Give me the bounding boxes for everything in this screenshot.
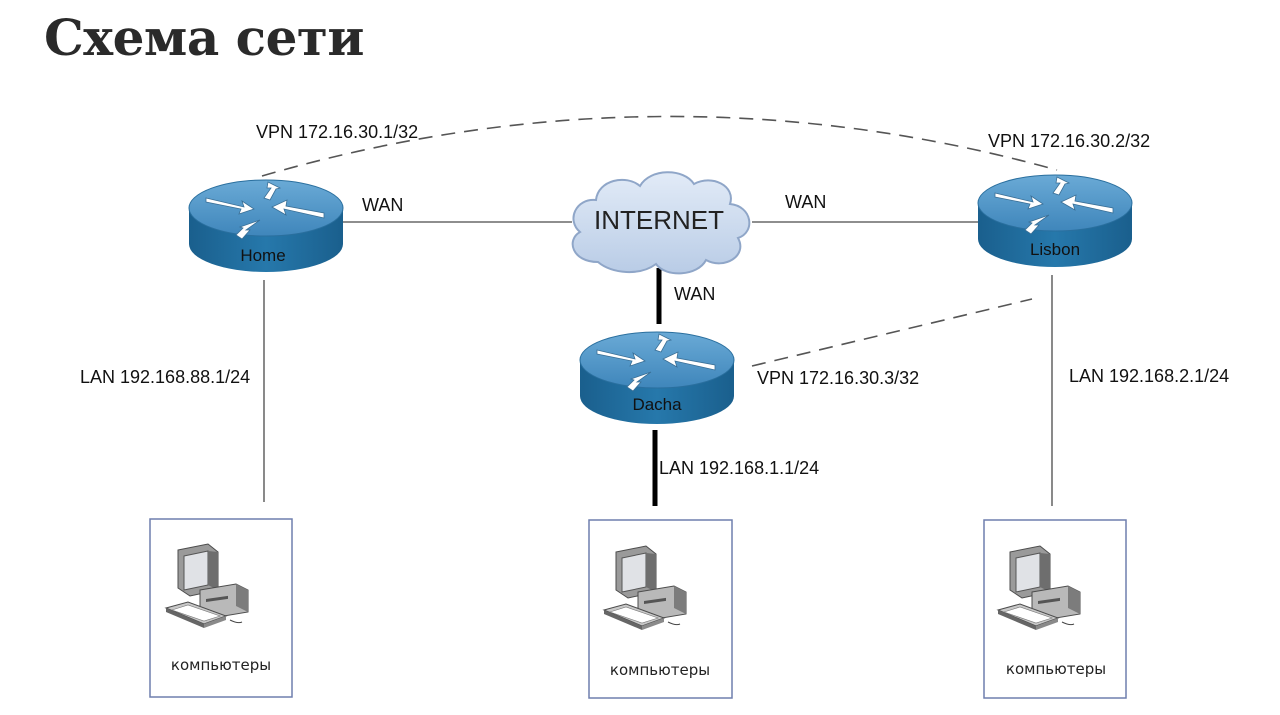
vpn-dacha-lisbon-link: [751, 298, 1033, 367]
lisbon-lan-label: LAN 192.168.2.1/24: [1069, 366, 1229, 386]
computers-dacha: компьютеры: [588, 519, 733, 699]
lisbon-wan-label: WAN: [785, 192, 826, 212]
lisbon-vpn-label: VPN 172.16.30.2/32: [988, 131, 1150, 151]
router-lisbon-label: Lisbon: [1030, 240, 1080, 259]
computers-home: компьютеры: [149, 518, 293, 698]
home-vpn-label: VPN 172.16.30.1/32: [256, 122, 418, 142]
computers-home-label: компьютеры: [171, 656, 271, 674]
vpn-home-lisbon-link: [261, 115, 1058, 177]
dacha-lan-label: LAN 192.168.1.1/24: [659, 458, 819, 478]
computers-lisbon: компьютеры: [983, 519, 1127, 699]
router-home: Home: [188, 179, 344, 273]
router-lisbon: Lisbon: [977, 174, 1133, 268]
dacha-wan-label: WAN: [674, 284, 715, 304]
router-home-label: Home: [240, 246, 285, 265]
dacha-vpn-label: VPN 172.16.30.3/32: [757, 368, 919, 388]
computers-dacha-label: компьютеры: [610, 661, 710, 679]
router-dacha-label: Dacha: [632, 395, 682, 414]
internet-label: INTERNET: [594, 205, 724, 235]
router-dacha: Dacha: [579, 331, 735, 425]
home-lan-label: LAN 192.168.88.1/24: [80, 367, 250, 387]
home-wan-label: WAN: [362, 195, 403, 215]
page-title: Схема сети: [44, 8, 364, 67]
computers-lisbon-label: компьютеры: [1006, 660, 1106, 678]
internet-cloud: INTERNET: [571, 171, 751, 275]
